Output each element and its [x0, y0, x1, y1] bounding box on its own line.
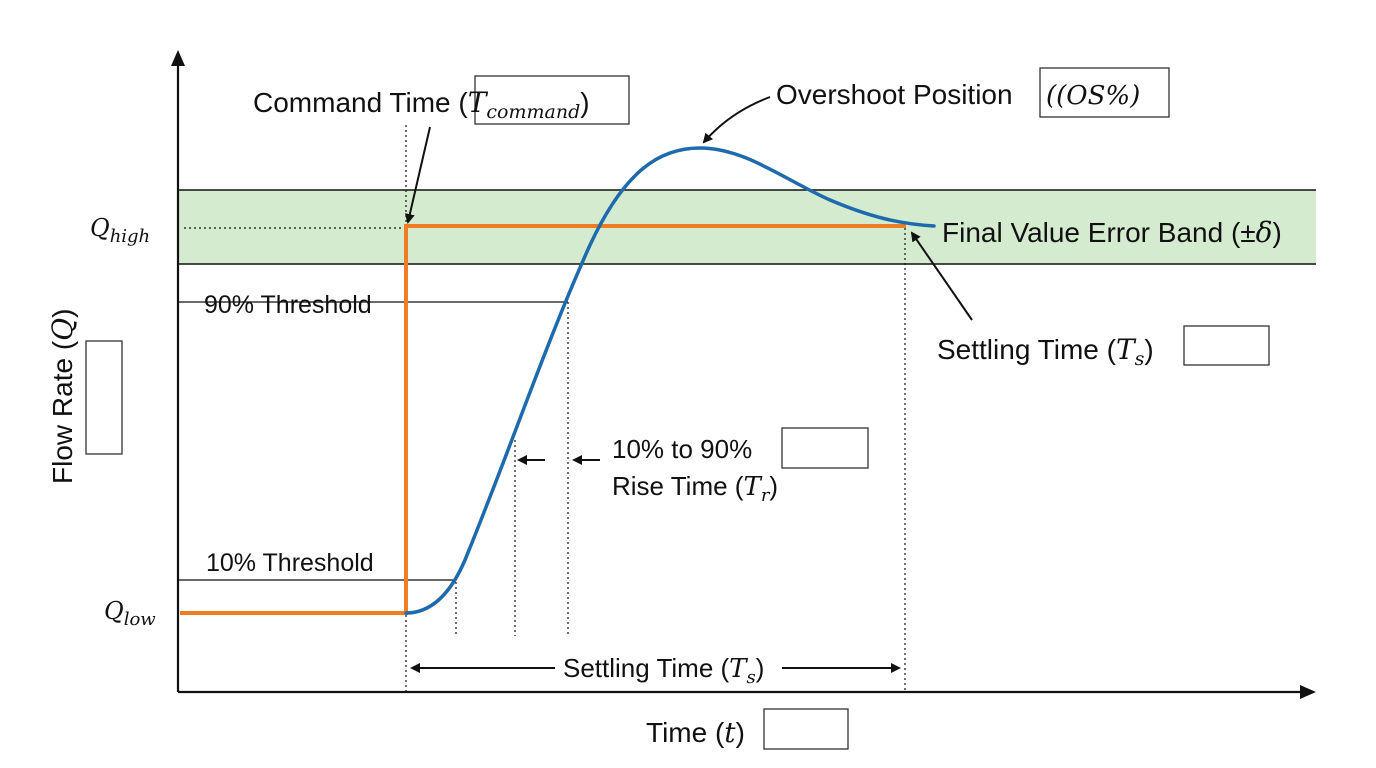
rise-time-blank-box[interactable]: [781, 427, 869, 469]
rise-time-label-line1: 10% to 90%: [612, 434, 752, 464]
y-axis-blank-box[interactable]: [85, 340, 123, 455]
q-low-label: Qlow: [104, 597, 156, 630]
response-curve: [404, 146, 936, 615]
guide-lines: [184, 125, 906, 692]
rise-time-label-line2: Rise Time (Tr): [612, 471, 778, 506]
settling-span-label: Settling Time (Ts): [563, 653, 764, 688]
overshoot-symbol: ((OS%): [1046, 81, 1140, 111]
command-time-box: [474, 75, 630, 125]
x-axis-title: Time (t): [646, 716, 745, 749]
settling-time-label: Settling Time (Ts): [937, 333, 1154, 370]
q-high-label: Qhigh: [90, 214, 150, 247]
x-axis-blank-box[interactable]: [763, 708, 849, 750]
command-step-line: [180, 224, 906, 615]
command-time-label: Command Time (Tcommand): [253, 86, 590, 123]
command-time-arrow: [404, 126, 431, 224]
threshold-90-label: 90% Threshold: [204, 291, 372, 319]
y-axis-arrowhead: [171, 50, 185, 66]
overshoot-box: [1039, 67, 1170, 118]
x-axis-arrowhead: [1300, 685, 1316, 699]
overshoot-label: Overshoot Position: [776, 79, 1013, 110]
error-band-label: Final Value Error Band (±δ): [942, 216, 1282, 249]
settling-time-arrow: [910, 231, 973, 321]
threshold-10-label: 10% Threshold: [206, 549, 374, 577]
y-axis-title: Flow Rate (Q): [46, 309, 79, 484]
annotation-arrows: [404, 96, 973, 673]
settling-time-blank-box[interactable]: [1183, 325, 1270, 366]
overshoot-arrow: [702, 96, 771, 144]
